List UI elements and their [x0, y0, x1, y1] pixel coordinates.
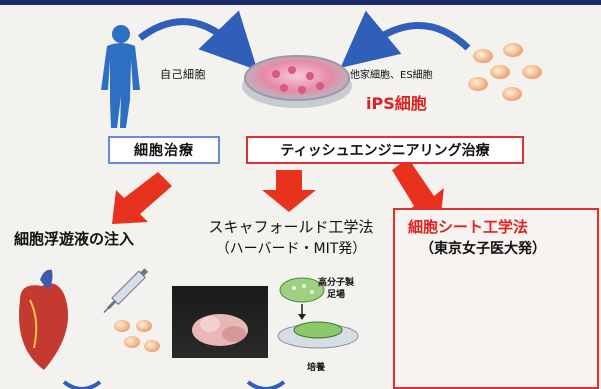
bottom-curve-center [246, 380, 286, 389]
method-sheet-title: 細胞シート工学法 [408, 218, 529, 236]
method-scaffold-sub: （ハーバード・MIT発） [215, 241, 367, 257]
human-figure-icon [101, 25, 140, 128]
label-culture: 培養 [307, 363, 326, 373]
petri-dish-icon [242, 55, 352, 108]
label-polymer-scaffold: 高分子製 足場 [318, 277, 354, 301]
label-polymer-line2: 足場 [327, 290, 346, 300]
down-arrow-left [112, 172, 172, 224]
bottom-curve-left [62, 380, 102, 389]
method-injection: 細胞浮遊液の注入 [14, 230, 135, 248]
cell-sheet-panel [393, 208, 599, 389]
label-polymer-line1: 高分子製 [318, 278, 355, 288]
curved-arrow-right [340, 10, 471, 68]
tissue-photo [172, 286, 268, 358]
method-scaffold-title: スキャフォールド工学法 [208, 218, 374, 236]
curved-arrow-left [137, 10, 258, 71]
cells-small-icon [114, 320, 160, 352]
down-arrow-right [392, 158, 444, 222]
label-self-cells: 自己細胞 [160, 68, 206, 81]
method-sheet-sub: （東京女子医大発） [420, 241, 546, 257]
syringe-icon [103, 268, 149, 313]
label-other-cells: 他家細胞、ES細胞 [350, 70, 433, 81]
down-arrow-center [262, 170, 316, 212]
box-cell-therapy: 細胞治療 [108, 136, 220, 164]
heart-left-icon [19, 269, 69, 370]
top-rule [0, 0, 601, 5]
polymer-scaffold-icon [279, 277, 325, 320]
box-tissue-engineering: ティッシュエンジニアリング治療 [246, 136, 524, 164]
label-ips-cells: iPS細胞 [366, 94, 427, 113]
culture-dish-icon [277, 321, 359, 349]
cells-cluster-icon [468, 43, 542, 101]
